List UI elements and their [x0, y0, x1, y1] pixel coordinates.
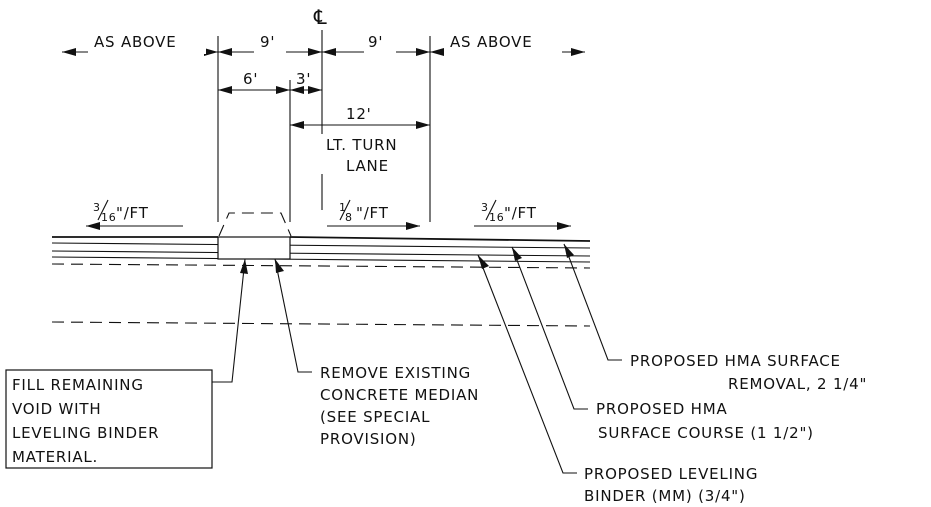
slope-middle-num: 1: [339, 201, 347, 214]
leader-surface-removal-arrow: [564, 244, 574, 258]
remove-median-note-line-1: REMOVE EXISTING: [320, 364, 471, 382]
six-ft-label: 6': [243, 70, 258, 88]
surface-course-note-line-2: SURFACE COURSE (1 1/2"): [598, 424, 814, 442]
leader-surface-course: [511, 246, 588, 410]
label-mask-turn-lane: [318, 134, 412, 174]
slope-right-arrowhead: [557, 222, 571, 230]
remove-median-note-line-2: CONCRETE MEDIAN: [320, 386, 479, 404]
leveling-binder-note-line-2: BINDER (MM) (3/4"): [584, 487, 746, 505]
surface-removal-note-line-1: PROPOSED HMA SURFACE: [630, 352, 841, 370]
remove-median-note-line-3: (SEE SPECIAL: [320, 408, 430, 426]
arrow-430-left: [416, 48, 430, 56]
base-dashed-line: [51, 321, 591, 327]
hma-surface-bottom: [51, 242, 591, 249]
fill-void-block: [217, 236, 291, 260]
slope-right-den: 16: [489, 211, 505, 224]
right-9ft-label: 9': [368, 33, 383, 51]
hma-surface-top-right: [289, 236, 591, 242]
arrow-right-end: [571, 48, 585, 56]
turn-lane-line-1: LT. TURN: [326, 136, 397, 154]
right-as-above-label: AS ABOVE: [450, 33, 533, 51]
existing-surface-line: [51, 256, 591, 263]
slope-middle: 1 8 "/FT: [327, 199, 420, 230]
slope-middle-fraction-bar: [339, 199, 351, 221]
arrow-12-right: [416, 121, 430, 129]
fill-void-note-line-4: MATERIAL.: [12, 448, 98, 466]
twelve-ft-label: 12': [346, 105, 372, 123]
slope-left-arrowhead: [86, 222, 100, 230]
remove-median-note-line-4: PROVISION): [320, 430, 417, 448]
label-mask-right-9: [364, 30, 396, 54]
label-mask-right-as-above: [444, 30, 562, 54]
slope-left-den: 16: [101, 211, 117, 224]
slope-right-fraction-bar: [485, 199, 497, 221]
existing-grade-dashed: [51, 263, 591, 269]
slope-left-unit: "/FT: [116, 204, 149, 222]
turn-lane-line-2: LANE: [346, 157, 389, 175]
slope-left-num: 3: [93, 201, 101, 214]
pavement-section: [51, 212, 591, 327]
leader-leveling-binder: [477, 254, 577, 474]
fill-void-note-line-2: VOID WITH: [12, 400, 101, 418]
slope-left-fraction-bar: [97, 199, 109, 221]
slope-left: 3 16 "/FT: [86, 199, 183, 230]
leader-leveling-binder-arrow: [478, 255, 489, 269]
slope-right: 3 16 "/FT: [474, 199, 571, 230]
surface-course-note-line-1: PROPOSED HMA: [596, 400, 728, 418]
three-ft-label: 3': [296, 70, 311, 88]
leader-fill-void: [212, 258, 246, 383]
leader-surface-course-arrow: [512, 247, 522, 261]
arrow-3-left: [290, 86, 304, 94]
slope-right-unit: "/FT: [504, 204, 537, 222]
slope-middle-unit: "/FT: [356, 204, 389, 222]
arrow-322-left: [308, 48, 322, 56]
leader-remove-median: [274, 258, 312, 373]
arrow-left-end: [62, 48, 76, 56]
surface-removal-note-line-2: REMOVAL, 2 1/4": [728, 375, 867, 393]
fill-void-note-line-3: LEVELING BINDER: [12, 424, 159, 442]
leader-surface-removal: [563, 243, 622, 361]
label-mask-left-as-above: [88, 30, 206, 54]
arrow-322-right: [322, 48, 336, 56]
leader-remove-median-arrow: [275, 259, 284, 273]
leader-fill-void-arrow: [240, 259, 248, 274]
arrow-6-right: [276, 86, 290, 94]
leveling-binder-note-line-1: PROPOSED LEVELING: [584, 465, 758, 483]
fill-void-note-line-1: FILL REMAINING: [12, 376, 144, 394]
arrow-12-left: [290, 121, 304, 129]
leveling-binder-line: [51, 250, 591, 257]
slope-middle-den: 8: [345, 211, 353, 224]
centerline-symbol: ℄: [313, 5, 328, 29]
arrow-430-right: [430, 48, 444, 56]
arrow-218-left: [204, 48, 218, 56]
fill-void-note-box: [5, 369, 213, 469]
slope-middle-arrowhead: [406, 222, 420, 230]
existing-median-outline: [218, 212, 292, 237]
left-as-above-label: AS ABOVE: [94, 33, 177, 51]
arrow-3-right: [308, 86, 322, 94]
slope-right-num: 3: [481, 201, 489, 214]
arrow-6-left: [218, 86, 232, 94]
left-9ft-label: 9': [260, 33, 275, 51]
label-mask-left-9: [254, 30, 286, 54]
arrow-218-right: [218, 48, 232, 56]
